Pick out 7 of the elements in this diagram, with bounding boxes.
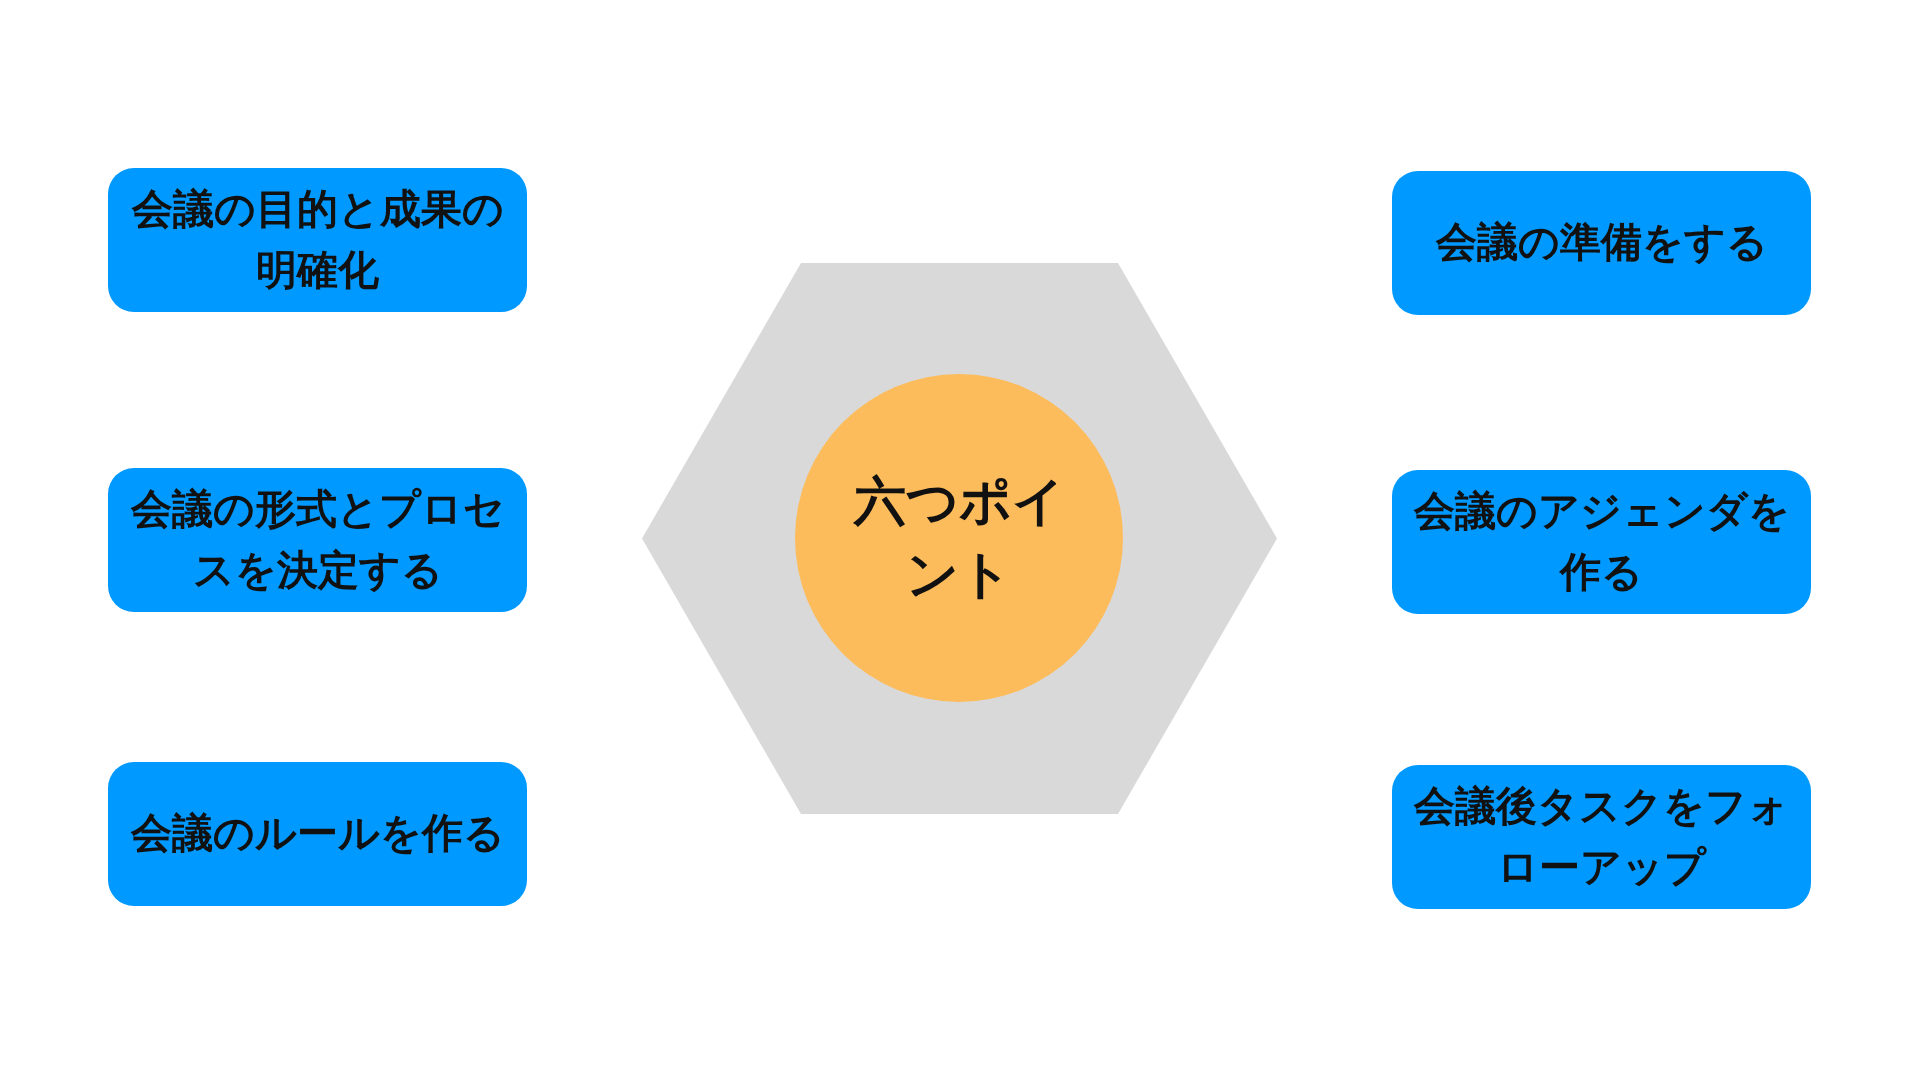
topic-card: 会議の形式とプロセスを決定する (108, 468, 527, 612)
hexagon-shape (642, 263, 1277, 814)
topic-card: 会議の準備をする (1392, 171, 1811, 315)
topic-card: 会議の目的と成果の明確化 (108, 168, 527, 312)
topic-card: 会議のルールを作る (108, 762, 527, 906)
topic-card: 会議後タスクをフォローアップ (1392, 765, 1811, 909)
topic-card: 会議のアジェンダを作る (1392, 470, 1811, 614)
